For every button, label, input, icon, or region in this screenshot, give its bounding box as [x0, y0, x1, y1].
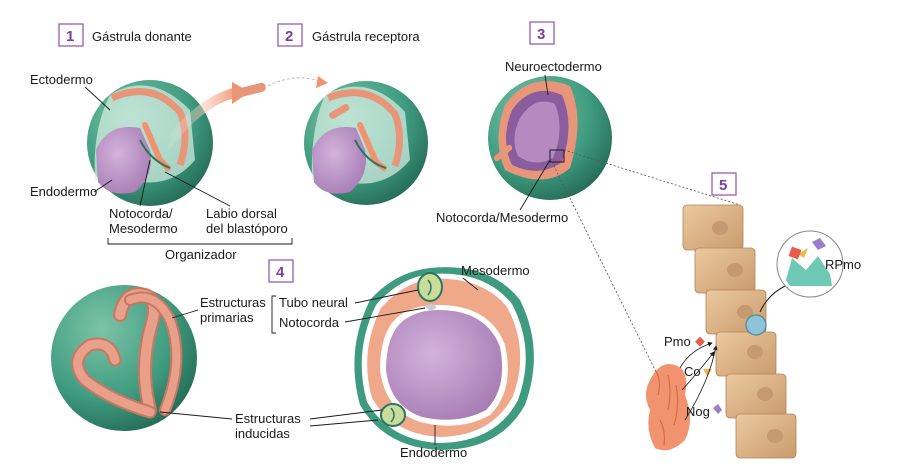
- panel-number: 4: [276, 264, 285, 281]
- induced-neural-tube: [380, 403, 406, 427]
- panel-5: 5 RPmo: [646, 172, 861, 459]
- recipient-gastrula: [304, 81, 428, 205]
- label-estructuras-primarias-b: primarias: [200, 310, 254, 325]
- label-co: Co: [684, 364, 701, 379]
- panel-title: Gástrula donante: [92, 29, 192, 44]
- endoderm-cavity: [386, 310, 503, 420]
- graft-piece: [232, 82, 266, 99]
- panel-3: 3 Neuroectodermo Notocorda/Mesodermo: [436, 21, 741, 381]
- double-embryo: [51, 285, 197, 431]
- cross-section: [354, 267, 534, 450]
- donor-gastrula: [87, 80, 213, 206]
- label-ectodermo: Ectodermo: [30, 72, 93, 87]
- panel-title: Gástrula receptora: [312, 29, 420, 44]
- neural-tube: [417, 272, 443, 302]
- receptor-zoom: [776, 230, 844, 298]
- receptor-disc: [745, 314, 767, 336]
- label-estructuras-primarias-a: Estructuras: [200, 295, 266, 310]
- label-pmo: Pmo: [664, 334, 691, 349]
- label-notocorda-a: Notocorda/: [109, 206, 173, 221]
- label-endodermo: Endodermo: [30, 184, 97, 199]
- label-endodermo-4: Endodermo: [400, 445, 467, 460]
- label-estructuras-inducidas-b: inducidas: [235, 426, 290, 441]
- endoderm-mass: [96, 126, 151, 194]
- panel-number-box: [529, 21, 555, 45]
- label-mesodermo: Mesodermo: [461, 263, 530, 278]
- label-notocorda-b: Mesodermo: [109, 221, 178, 236]
- label-labio-b: del blastóporo: [206, 221, 288, 236]
- panel-number: 5: [719, 177, 727, 194]
- panel-2: 2 Gástrula receptora: [277, 23, 428, 205]
- panel-number-box: [268, 259, 294, 283]
- panel-number: 3: [537, 26, 545, 43]
- panel-4: 4 Estructuras primarias Estructuras indu…: [51, 259, 534, 460]
- label-tubo-neural: Tubo neural: [279, 295, 348, 310]
- neurula-embryo: [488, 76, 612, 200]
- transfer-arrow: [160, 87, 240, 151]
- label-nog: Nog: [686, 404, 710, 419]
- panel-number-box: [711, 172, 737, 196]
- notochord: [426, 304, 436, 310]
- label-estructuras-inducidas-a: Estructuras: [235, 411, 301, 426]
- label-rpmo: RPmo: [825, 257, 861, 272]
- label-neuroectodermo: Neuroectodermo: [505, 59, 602, 74]
- organizer-cells: [646, 364, 690, 451]
- label-notocorda: Notocorda: [279, 315, 340, 330]
- ectoderm-cells: [682, 204, 797, 459]
- panel-1: 1 Gástrula donante Ectodermo Endodermo N…: [30, 23, 328, 262]
- panel-number: 2: [285, 28, 293, 45]
- label-organizador: Organizador: [165, 247, 237, 262]
- organizer-bracket: [107, 238, 293, 245]
- section-bracket: [271, 295, 276, 334]
- panel-number: 1: [66, 28, 74, 45]
- panel-number-box: [277, 23, 303, 47]
- label-labio-a: Labio dorsal: [206, 206, 277, 221]
- label-notocorda-mesodermo: Notocorda/Mesodermo: [436, 210, 568, 225]
- panel-number-box: [58, 23, 84, 47]
- zoom-box: [549, 149, 565, 163]
